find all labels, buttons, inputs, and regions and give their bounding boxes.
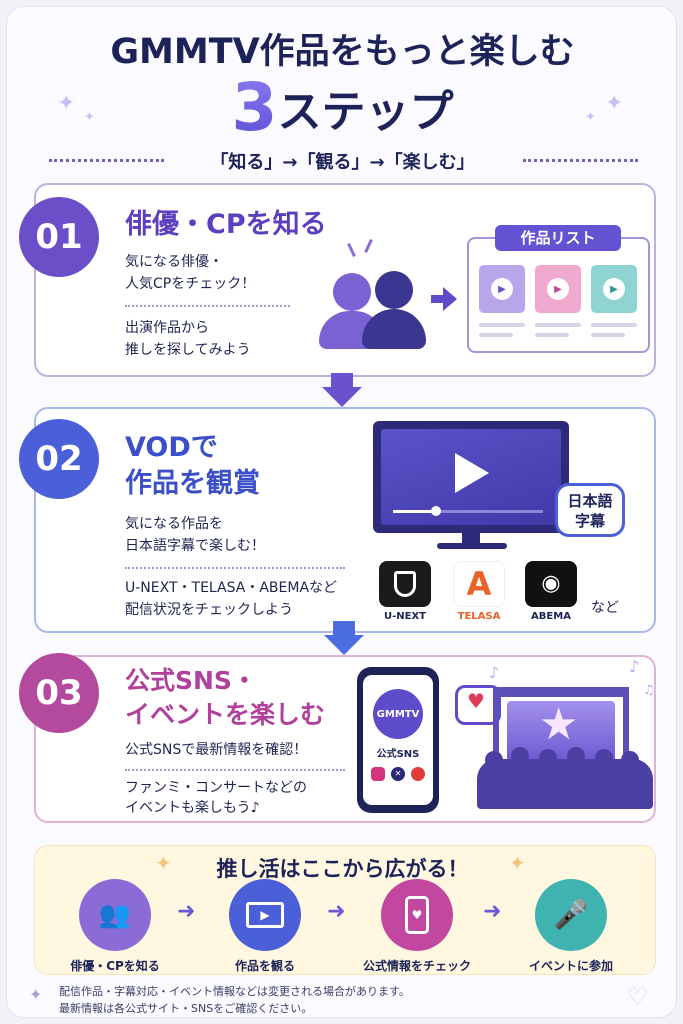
video-thumbnail: ▶ <box>535 265 581 313</box>
sparkle-icon: ✦ <box>509 851 526 875</box>
progress-track[interactable] <box>393 510 543 513</box>
music-note-icon: ♫ <box>643 683 655 698</box>
step-1-title: 俳優・CPを知る <box>125 209 327 240</box>
step-3-text-1: 公式SNSで最新情報を確認！ <box>125 742 308 758</box>
step-1-text-1: 気になる俳優・ <box>125 254 223 270</box>
music-note-icon: ♪ <box>629 657 640 676</box>
check-phone-circle-icon: ♥ <box>381 879 453 951</box>
sparkle-icon: ✦ <box>155 851 172 875</box>
star-icon: ★ <box>539 699 579 750</box>
right-arrow-icon <box>431 295 445 303</box>
gmmtv-logo: GMMTV <box>373 689 423 739</box>
step-2-title-2: 作品を観賞 <box>125 468 260 499</box>
step-1-text-4: 推しを探してみよう <box>125 342 251 358</box>
step-3-text-2: ファンミ・コンサートなどの <box>125 780 307 796</box>
play-icon[interactable] <box>455 453 489 493</box>
telasa-logo-icon[interactable]: A <box>453 561 505 607</box>
phone-sns-label: 公式SNS <box>376 749 420 760</box>
video-thumbnail: ▶ <box>591 265 637 313</box>
step-2-text-4: 配信状況をチェックしよう <box>125 602 293 618</box>
step-2-badge: 02 <box>19 419 99 499</box>
instagram-icon[interactable] <box>371 767 385 781</box>
step-3-badge: 03 <box>19 653 99 733</box>
divider-left <box>49 159 164 162</box>
step-1-text-2: 人気CPをチェック！ <box>125 276 256 292</box>
abema-logo-icon[interactable]: ◉ <box>525 561 577 607</box>
flow-caption: 「知る」→「観る」→「楽しむ」 <box>210 152 475 173</box>
sparkle-icon: ✦ <box>605 91 624 116</box>
note-line-1: 配信作品・字幕対応・イベント情報などは変更される場合があります。 <box>59 985 410 998</box>
step-3-title-2: イベントを楽しむ <box>125 700 326 729</box>
flow-arrow-icon: ➜ <box>483 899 502 924</box>
flow-step-1-label: 俳優・CPを知る <box>70 959 160 973</box>
unext-logo-icon[interactable] <box>379 561 431 607</box>
step-3-text-3: イベントも楽しもう♪ <box>125 800 260 816</box>
watch-tv-circle-icon: ▶ <box>229 879 301 951</box>
audience <box>477 759 653 809</box>
down-arrow-icon <box>331 373 353 387</box>
step-3-title-1: 公式SNS・ <box>125 666 257 695</box>
flow-arrow-icon: ➜ <box>327 899 346 924</box>
step-2-text-2: 日本語字幕で楽しむ！ <box>125 538 265 554</box>
subtitle-bubble: 日本語 字幕 <box>555 483 625 537</box>
step-3-separator <box>125 769 345 771</box>
services-etc: など <box>591 600 619 616</box>
steps-number: 3 <box>231 69 278 146</box>
work-list-header: 作品リスト <box>495 225 621 251</box>
flow-step-4-label: イベントに参加 <box>528 959 613 973</box>
video-thumbnail: ▶ <box>479 265 525 313</box>
abema-label: ABEMA <box>531 611 571 622</box>
sparkle-icon: ✦ <box>57 91 76 116</box>
sparkle-icon: ✦ <box>84 110 95 125</box>
flow-arrow-icon: ➜ <box>177 899 196 924</box>
step-2-text-3: U-NEXT・TELASA・ABEMAなど <box>125 580 338 596</box>
steps-word: ステップ <box>277 86 454 138</box>
summary-title: 推し活はここから広がる！ <box>216 857 469 881</box>
step-2-separator <box>125 567 345 569</box>
note-line-2: 最新情報は各公式サイト・SNSをご確認ください。 <box>59 1002 313 1015</box>
youtube-icon[interactable] <box>411 767 425 781</box>
know-actors-circle-icon: 👥 <box>79 879 151 951</box>
x-icon[interactable]: ✕ <box>391 767 405 781</box>
heart-outline-icon[interactable]: ♡ <box>627 983 649 1011</box>
main-title: GMMTV作品をもっと楽しむ <box>110 32 575 72</box>
infographic-page: GMMTV作品をもっと楽しむ 3ステップ ✦ ✦ ✦ ✦ 「知る」→「観る」→「… <box>6 6 677 1018</box>
step-1-text-3: 出演作品から <box>125 320 209 336</box>
subtitle-steps: 3ステップ <box>7 69 676 146</box>
flow-step-2-label: 作品を観る <box>234 959 295 973</box>
step-1-badge: 01 <box>19 197 99 277</box>
progress-knob[interactable] <box>431 506 441 516</box>
step-2-text-1: 気になる作品を <box>125 516 223 532</box>
telasa-label: TELASA <box>457 611 501 622</box>
microphone-circle-icon: 🎤 <box>535 879 607 951</box>
divider-right <box>523 159 638 162</box>
flow-step-3-label: 公式情報をチェック <box>362 959 471 973</box>
sparkle-icon: ✦ <box>585 110 596 125</box>
sparkle-icon: ✦ <box>29 985 43 1004</box>
step-1-separator <box>125 305 290 307</box>
unext-label: U-NEXT <box>383 611 426 622</box>
down-arrow-icon <box>333 621 355 635</box>
step-2-title-1: VODで <box>125 432 218 463</box>
music-note-icon: ♪ <box>489 663 500 682</box>
